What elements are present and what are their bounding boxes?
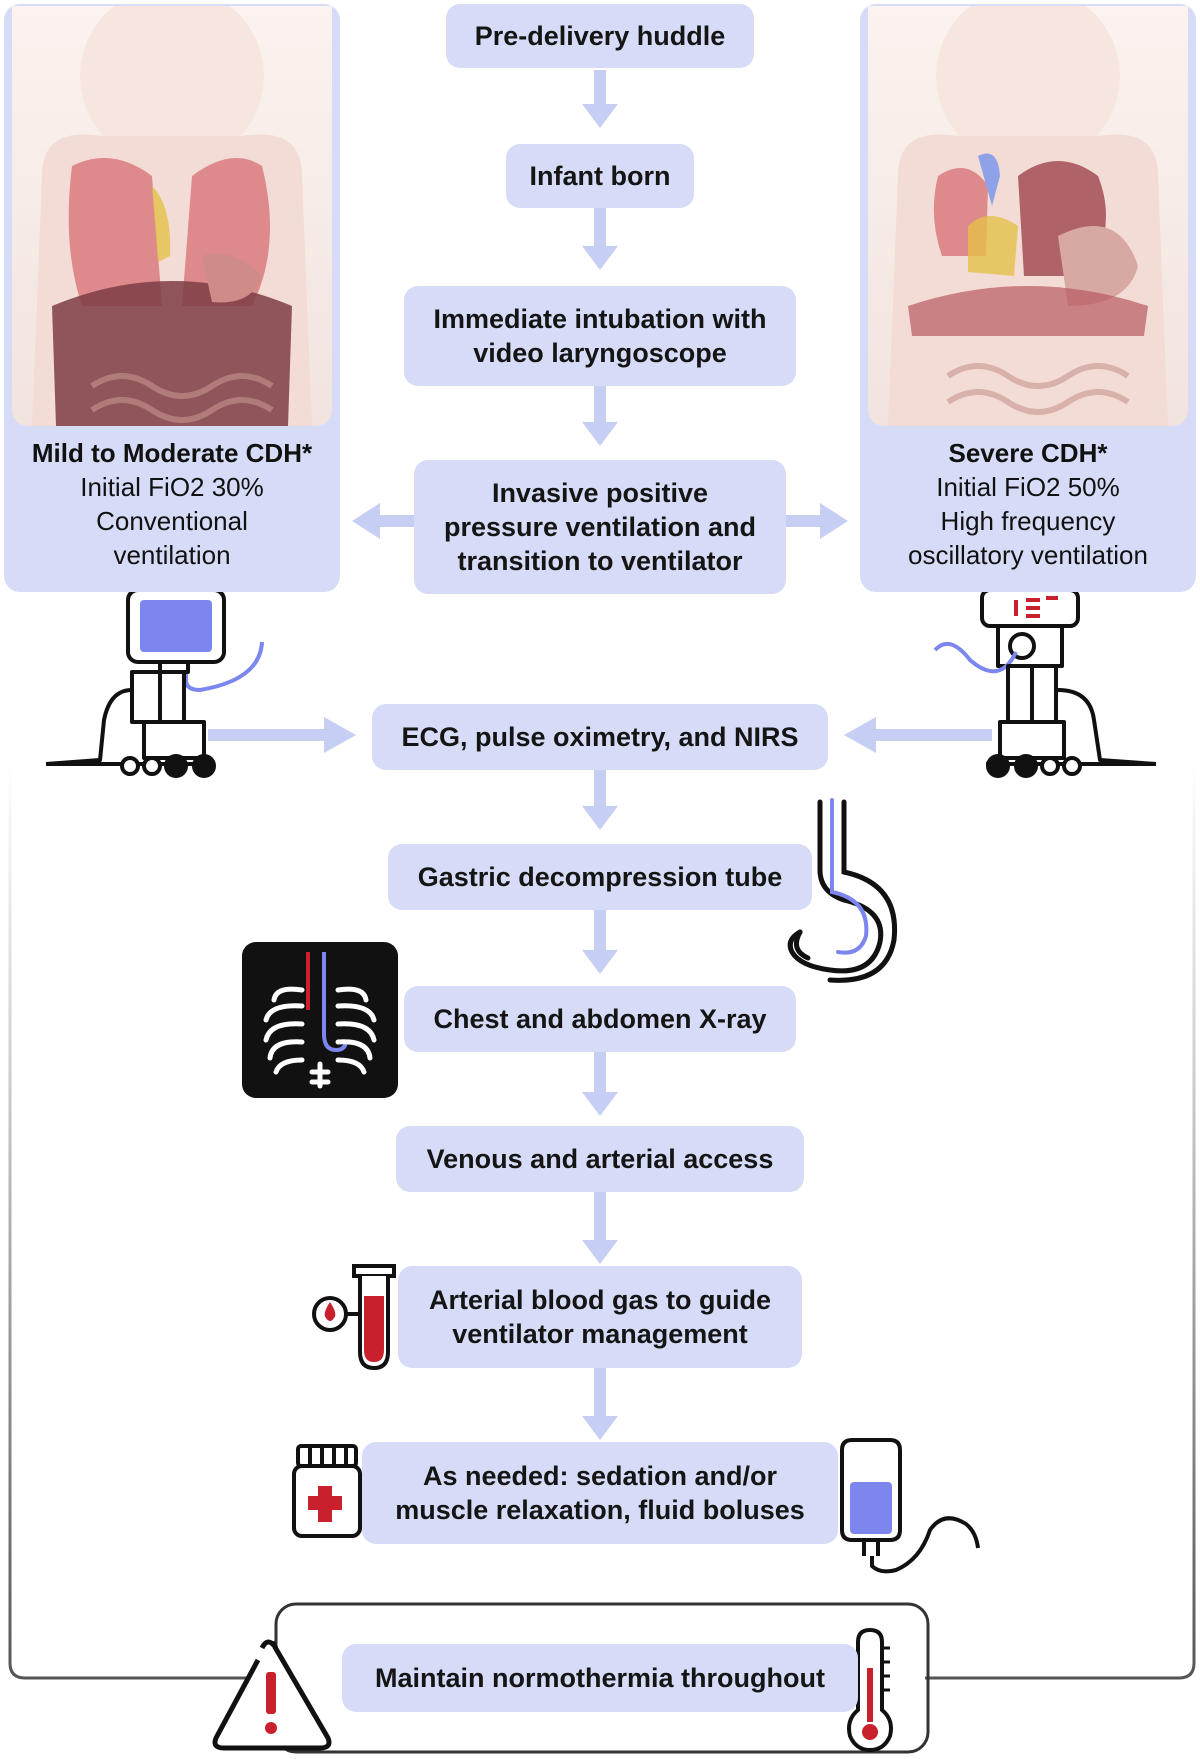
blood-tube-icon: [312, 1264, 396, 1371]
step-vascular-access: Venous and arterial access: [396, 1126, 804, 1192]
step-pre-delivery-huddle: Pre-delivery huddle: [446, 4, 754, 68]
step-monitoring: ECG, pulse oximetry, and NIRS: [372, 704, 828, 770]
infant-torso-image: [32, 6, 312, 426]
step-blood-gas: Arterial blood gas to guide ventilator m…: [398, 1266, 802, 1368]
step-label: Pre-delivery huddle: [474, 21, 726, 51]
step-label: ECG, pulse oximetry, and NIRS: [401, 722, 799, 752]
step-gastric-tube: Gastric decompression tube: [388, 844, 812, 910]
arrow-down: [582, 386, 618, 446]
right-panel-title: Severe CDH*: [948, 438, 1108, 468]
arrow-down: [582, 910, 618, 974]
left-panel-title: Mild to Moderate CDH*: [31, 438, 313, 468]
arrow-right: [208, 717, 356, 753]
thermometer-icon: [847, 1627, 893, 1753]
step-label: Arterial blood gas to guide ventilator m…: [428, 1285, 772, 1349]
arrow-down: [582, 70, 618, 128]
step-intubation: Immediate intubation with video laryngos…: [404, 286, 796, 386]
right-loop-line: [925, 760, 1196, 1680]
step-label: Immediate intubation with video laryngos…: [433, 304, 767, 368]
mild-moderate-cdh-panel: Mild to Moderate CDH* Initial FiO2 30% C…: [4, 4, 340, 592]
chest-xray-icon: [242, 942, 398, 1098]
step-infant-born: Infant born: [506, 144, 694, 208]
step-ventilation: Invasive positive pressure ventilation a…: [414, 460, 786, 594]
step-label: Invasive positive pressure ventilation a…: [443, 478, 757, 576]
iv-bag-icon: [840, 1438, 980, 1574]
step-label: Venous and arterial access: [426, 1144, 774, 1174]
arrow-down: [582, 1368, 618, 1440]
left-loop-line: [8, 760, 280, 1680]
step-label: Infant born: [529, 161, 671, 191]
arrow-down: [582, 1192, 618, 1264]
step-xray: Chest and abdomen X-ray: [404, 986, 796, 1052]
arrow-down: [582, 770, 618, 830]
infant-anatomy-illustration: [868, 6, 1188, 426]
warning-icon: [212, 1639, 332, 1751]
right-panel-line: High frequency: [940, 506, 1116, 536]
step-normothermia: Maintain normothermia throughout: [342, 1644, 858, 1712]
oscillatory-ventilator-icon: [933, 588, 1157, 778]
severe-cdh-panel: Severe CDH* Initial FiO2 50% High freque…: [860, 4, 1196, 592]
left-panel-line: Conventional: [96, 506, 248, 536]
stomach-tube-icon: [787, 798, 898, 983]
arrow-down: [582, 208, 618, 270]
right-panel-text: Severe CDH* Initial FiO2 50% High freque…: [860, 436, 1196, 572]
medicine-bottle-icon: [292, 1444, 362, 1538]
step-label: Gastric decompression tube: [417, 862, 783, 892]
flow-arrows: [208, 70, 992, 1440]
arrow-left: [352, 503, 414, 539]
arrow-left: [844, 717, 992, 753]
left-panel-line: ventilation: [113, 540, 231, 570]
left-panel-text: Mild to Moderate CDH* Initial FiO2 30% C…: [4, 436, 340, 572]
left-panel-line: Initial FiO2 30%: [80, 472, 264, 502]
arrow-down: [582, 1052, 618, 1116]
infant-torso-image: [888, 6, 1168, 426]
step-label: Chest and abdomen X-ray: [433, 1004, 767, 1034]
right-panel-line: oscillatory ventilation: [908, 540, 1148, 570]
conventional-ventilator-icon: [45, 588, 264, 778]
step-as-needed: As needed: sedation and/or muscle relaxa…: [362, 1442, 838, 1544]
step-label: As needed: sedation and/or muscle relaxa…: [395, 1461, 805, 1525]
infant-anatomy-illustration: [12, 6, 332, 426]
step-label: Maintain normothermia throughout: [375, 1663, 825, 1693]
right-panel-line: Initial FiO2 50%: [936, 472, 1120, 502]
arrow-right: [786, 503, 848, 539]
